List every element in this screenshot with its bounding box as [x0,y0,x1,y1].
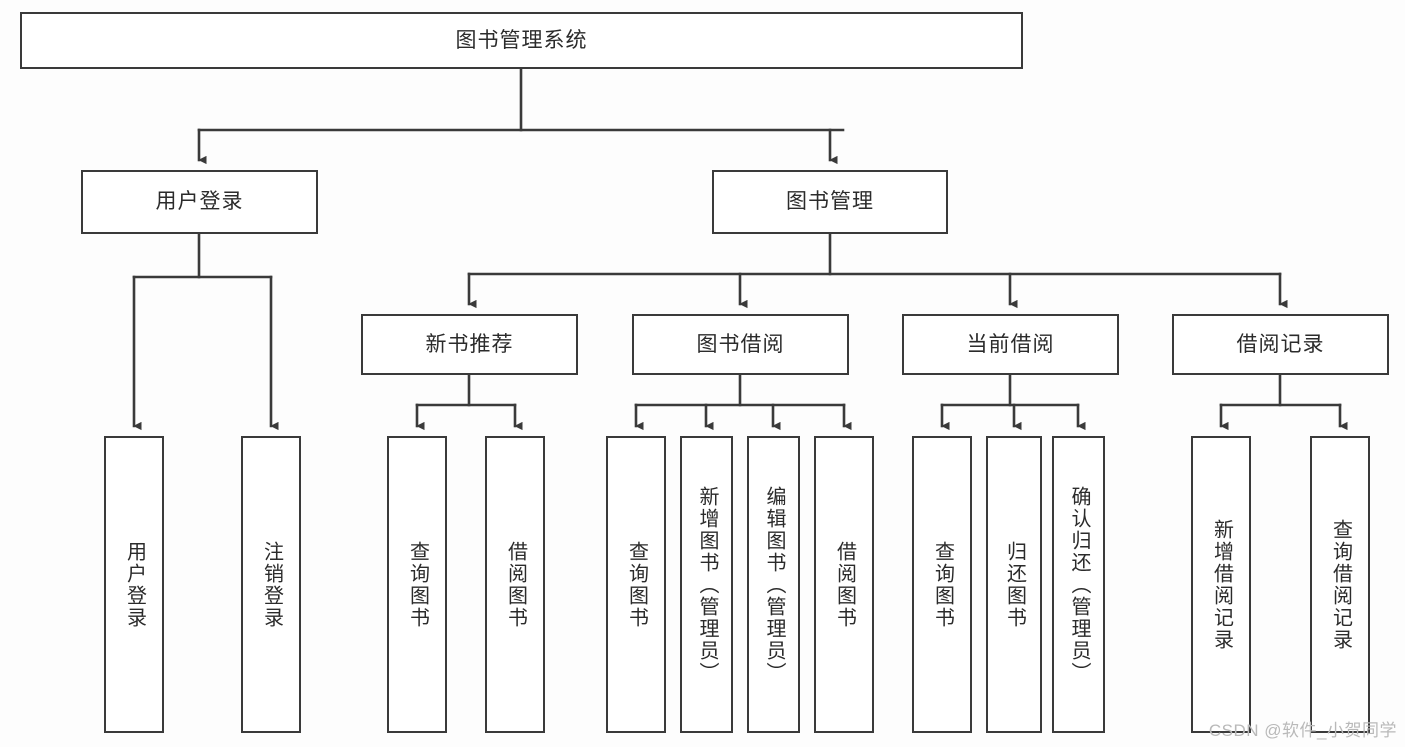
node-current-borrow[interactable]: 当前借阅 [902,314,1119,375]
node-new-book-rec[interactable]: 新书推荐 [361,314,578,375]
node-borrow-record-label: 借阅记录 [1236,332,1325,356]
node-leaf-add-book-label: 新增图书（管理员） [696,485,718,684]
node-leaf-borrow-book-rec[interactable]: 借阅图书 [485,436,545,733]
node-leaf-edit-book[interactable]: 编辑图书（管理员） [747,436,800,733]
node-current-borrow-label: 当前借阅 [966,332,1055,356]
node-leaf-add-borrow-record-label: 新增借阅记录 [1210,518,1233,651]
node-leaf-user-login[interactable]: 用户登录 [104,436,164,733]
node-leaf-confirm-return[interactable]: 确认归还（管理员） [1052,436,1105,733]
node-leaf-borrow-book[interactable]: 借阅图书 [814,436,874,733]
node-leaf-query-book-current-label: 查询图书 [931,540,954,629]
node-leaf-query-borrow-record[interactable]: 查询借阅记录 [1310,436,1370,733]
node-leaf-query-book-borrow-label: 查询图书 [625,540,648,629]
node-book-manage-label: 图书管理 [786,190,874,214]
node-book-borrow[interactable]: 图书借阅 [632,314,849,375]
node-leaf-return-book-label: 归还图书 [1003,540,1026,629]
node-root[interactable]: 图书管理系统 [20,12,1023,69]
node-leaf-query-borrow-record-label: 查询借阅记录 [1329,518,1352,651]
node-leaf-add-book[interactable]: 新增图书（管理员） [680,436,733,733]
node-leaf-logout-login[interactable]: 注销登录 [241,436,301,733]
node-leaf-query-book-rec[interactable]: 查询图书 [387,436,447,733]
node-book-manage[interactable]: 图书管理 [712,170,948,234]
node-leaf-confirm-return-label: 确认归还（管理员） [1068,485,1090,684]
node-user-login-label: 用户登录 [155,190,244,214]
node-leaf-edit-book-label: 编辑图书（管理员） [763,485,785,684]
node-leaf-borrow-book-rec-label: 借阅图书 [504,540,527,629]
node-leaf-logout-login-label: 注销登录 [260,540,283,629]
node-leaf-query-book-current[interactable]: 查询图书 [912,436,972,733]
node-new-book-rec-label: 新书推荐 [425,332,514,356]
node-leaf-return-book[interactable]: 归还图书 [986,436,1042,733]
node-leaf-user-login-label: 用户登录 [123,540,146,629]
node-user-login[interactable]: 用户登录 [81,170,318,234]
node-leaf-query-book-borrow[interactable]: 查询图书 [606,436,666,733]
node-book-borrow-label: 图书借阅 [696,332,785,356]
node-root-label: 图书管理系统 [455,28,588,52]
node-leaf-borrow-book-label: 借阅图书 [833,540,856,629]
node-leaf-add-borrow-record[interactable]: 新增借阅记录 [1191,436,1251,733]
node-leaf-query-book-rec-label: 查询图书 [406,540,429,629]
node-borrow-record[interactable]: 借阅记录 [1172,314,1389,375]
